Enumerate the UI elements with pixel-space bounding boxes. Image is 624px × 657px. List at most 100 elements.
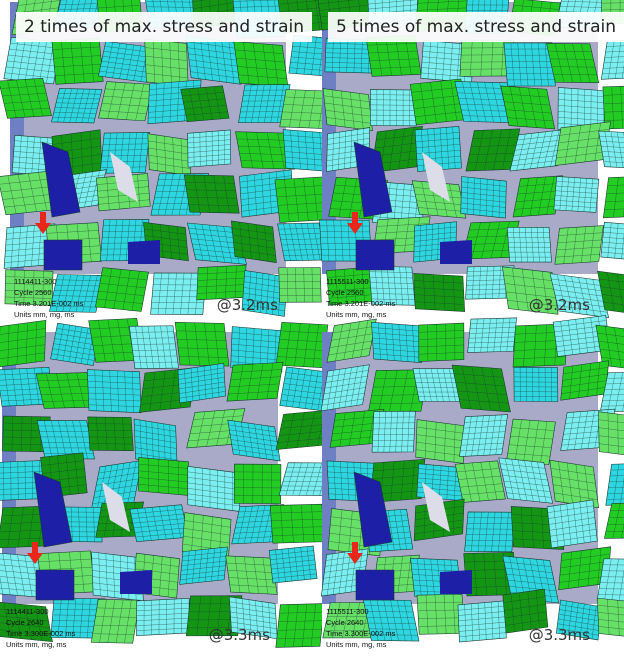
- mesh-line: [188, 436, 239, 442]
- mesh-line: [541, 508, 544, 549]
- mesh-line: [504, 283, 555, 290]
- mesh-line: [256, 132, 264, 169]
- mesh-line: [236, 138, 290, 141]
- mesh-line: [332, 326, 375, 334]
- mesh-line: [125, 219, 130, 261]
- simulation-view: [317, 0, 624, 318]
- mesh-line: [372, 332, 420, 337]
- mesh-tile: [35, 372, 96, 409]
- mesh-line: [399, 369, 408, 412]
- mesh-line: [587, 410, 595, 449]
- mesh-line: [107, 599, 116, 643]
- mesh-line: [507, 117, 554, 122]
- mesh-tile: [136, 597, 190, 636]
- mesh-line: [597, 604, 624, 609]
- mesh-line: [341, 90, 346, 128]
- mesh-line: [227, 570, 275, 573]
- mesh-line: [146, 6, 198, 8]
- mesh-line: [16, 324, 19, 365]
- mesh-line: [524, 227, 528, 263]
- mesh-line: [84, 171, 94, 208]
- mesh-line: [17, 226, 21, 268]
- mesh-line: [248, 599, 252, 635]
- mesh-line: [109, 370, 112, 412]
- mesh-line: [553, 289, 604, 297]
- mesh-line: [242, 298, 286, 306]
- mesh-tile: [226, 361, 284, 402]
- mesh-line: [101, 155, 148, 157]
- mesh-line: [26, 368, 32, 405]
- mesh-line: [578, 550, 582, 588]
- mesh-line: [194, 254, 246, 260]
- mesh-line: [521, 178, 530, 217]
- mesh-line: [192, 550, 196, 584]
- mesh-line: [188, 59, 239, 67]
- mesh-line: [3, 602, 11, 638]
- mesh-line: [236, 57, 285, 63]
- mesh-line: [88, 392, 141, 396]
- mesh-line: [350, 366, 358, 407]
- mesh-line: [0, 85, 45, 89]
- mesh-line: [370, 287, 414, 290]
- mesh-line: [107, 82, 117, 119]
- mesh-line: [255, 224, 261, 261]
- mesh-line: [544, 42, 549, 86]
- mesh-gap: [110, 152, 138, 202]
- mesh-line: [370, 66, 420, 69]
- mesh-line: [332, 552, 339, 595]
- mesh-line: [63, 88, 72, 123]
- mesh-line: [148, 140, 190, 148]
- mesh-line: [138, 470, 189, 476]
- mesh-line: [417, 207, 465, 212]
- mesh-line: [237, 506, 247, 544]
- mesh-line: [144, 47, 187, 53]
- mesh-line: [228, 390, 279, 395]
- mesh-line: [41, 460, 84, 466]
- mesh-line: [233, 5, 282, 8]
- mesh-line: [352, 268, 357, 304]
- mesh-line: [187, 499, 240, 507]
- mesh-line: [240, 421, 247, 457]
- mesh-line: [430, 559, 435, 598]
- mesh-line: [247, 223, 252, 260]
- mesh-line: [172, 273, 177, 315]
- mesh-line: [178, 381, 225, 390]
- mesh-line: [133, 355, 177, 357]
- mesh-line: [326, 117, 372, 124]
- mesh-line: [491, 367, 501, 412]
- mesh-line: [517, 134, 565, 141]
- mesh-line: [555, 294, 605, 302]
- mesh-line: [406, 555, 412, 592]
- mesh-line: [369, 402, 423, 404]
- mesh-line: [69, 274, 78, 312]
- mesh-line: [473, 177, 475, 215]
- mesh-line: [505, 486, 551, 492]
- mesh-line: [38, 137, 42, 175]
- mesh-line: [179, 356, 228, 358]
- mesh-line: [449, 183, 457, 218]
- mesh-line: [296, 412, 305, 448]
- mesh-tile: [326, 318, 377, 363]
- mesh-line: [391, 323, 395, 361]
- mesh-line: [557, 144, 608, 151]
- mesh-line: [601, 9, 624, 11]
- mesh-line: [10, 227, 14, 268]
- mesh-line: [322, 392, 365, 400]
- mesh-line: [568, 601, 573, 636]
- mesh-line: [279, 339, 326, 343]
- mesh-line: [113, 417, 117, 451]
- mesh-line: [400, 183, 405, 225]
- mesh-line: [124, 599, 132, 644]
- mesh-line: [5, 107, 50, 112]
- mesh-line: [14, 603, 22, 639]
- mesh-line: [206, 595, 212, 636]
- mesh-line: [462, 115, 515, 118]
- mesh-line: [0, 336, 46, 343]
- mesh-line: [602, 241, 624, 245]
- mesh-line: [395, 411, 398, 453]
- mesh-line: [511, 459, 521, 500]
- units-label: Units mm, mg, ms: [326, 640, 387, 649]
- mesh-tile: [0, 77, 52, 119]
- time-label: Time 3.201E-002 ms: [14, 299, 84, 308]
- mesh-line: [272, 573, 317, 579]
